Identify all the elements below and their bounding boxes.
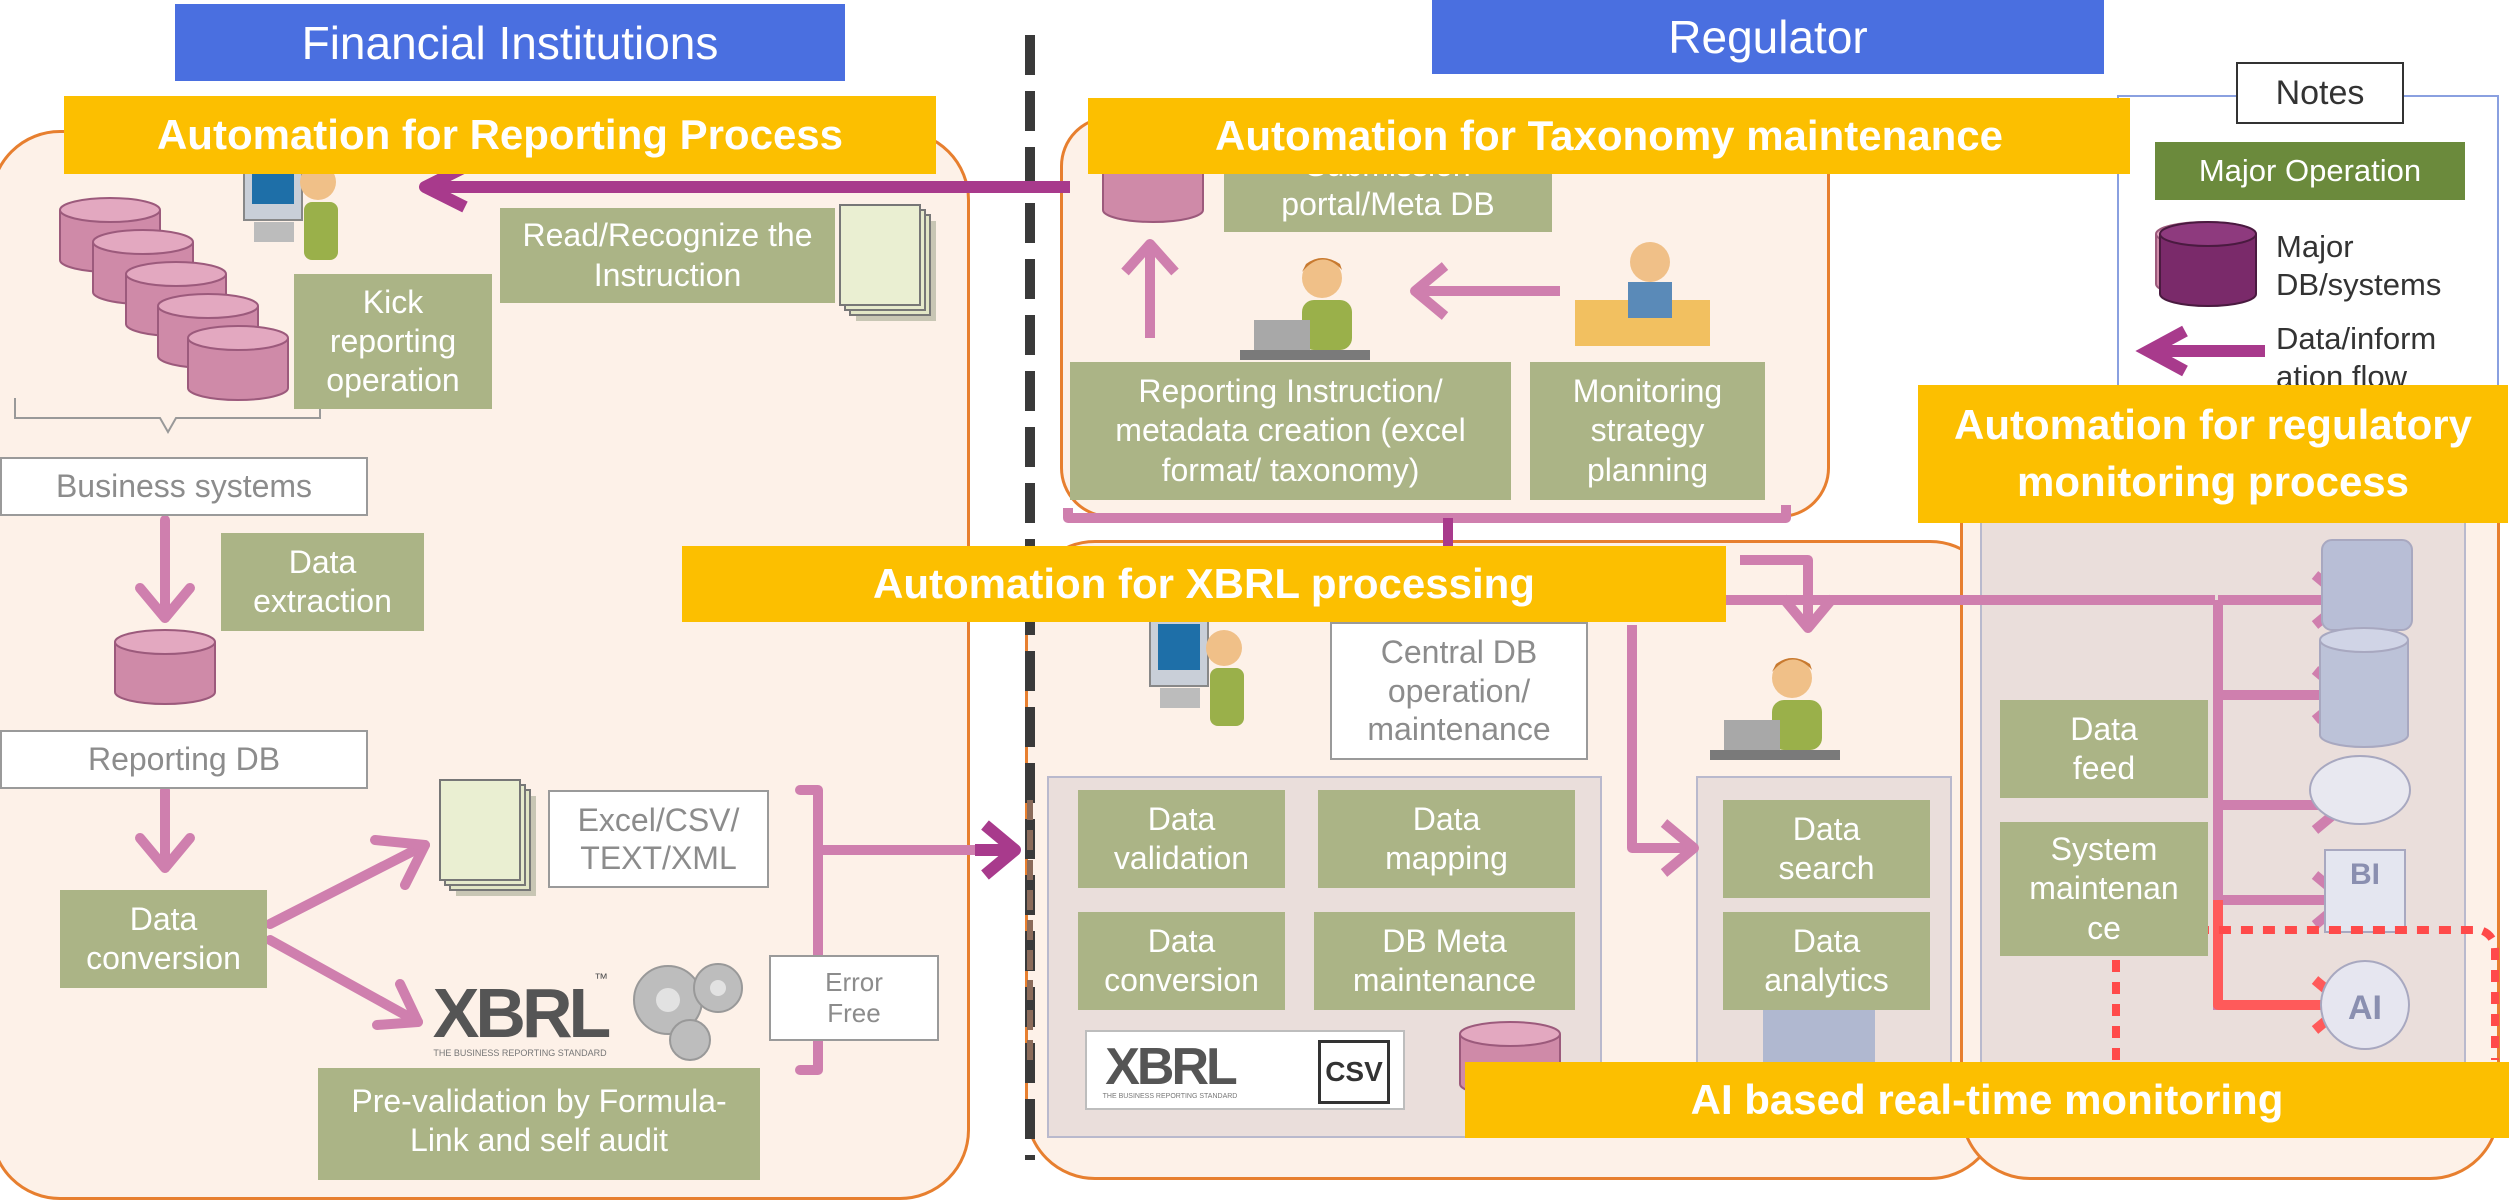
pre-validation: Pre-validation by Formula-Link and self … [318, 1068, 760, 1180]
xbrl-trademark: ™ [594, 970, 608, 986]
bi-icon: BI [2350, 858, 2380, 891]
db-meta-maintenance: DB Meta maintenance [1314, 912, 1575, 1010]
banner-regulatory-line2: monitoring process [2016, 458, 2410, 505]
xbrl-logo-fi: XBRL THE BUSINESS REPORTING STANDARD [420, 970, 620, 1065]
data-feed: Data feed [2000, 700, 2208, 798]
read-recognize-instruction: Read/Recognize the Instruction [500, 208, 835, 303]
banner-xbrl-processing: Automation for XBRL processing [682, 546, 1726, 622]
business-systems: Business systems [0, 457, 368, 516]
kick-reporting-operation: Kick reporting operation [294, 274, 492, 409]
legend-major-operation: Major Operation [2155, 142, 2465, 200]
data-search: Data search [1723, 800, 1930, 898]
xbrl-small-subtitle: THE BUSINESS REPORTING STANDARD [1102, 1092, 1238, 1100]
xbrl-logo-small: XBRL THE BUSINESS REPORTING STANDARD [1095, 1034, 1245, 1106]
error-free: Error Free [769, 955, 939, 1041]
xbrl-logo-subtitle: THE BUSINESS REPORTING STANDARD [433, 1047, 607, 1058]
banner-reporting-process: Automation for Reporting Process [64, 96, 936, 174]
regulator-header: Regulator [1432, 0, 2104, 74]
legend-major-db-label: Major DB/systems [2276, 229, 2442, 302]
monitoring-strategy-planning: Monitoring strategy planning [1530, 362, 1765, 500]
data-extraction: Data extraction [221, 533, 424, 631]
xbrl-data-conversion: Data conversion [1078, 912, 1285, 1010]
file-formats: Excel/CSV/ TEXT/XML [548, 790, 769, 888]
central-db-operation: Central DB operation/ maintenance [1330, 622, 1588, 760]
fi-data-conversion: Data conversion [60, 890, 267, 988]
banner-regulatory-line1: Automation for regulatory [1953, 401, 2472, 449]
system-maintenance: System maintenan ce [2000, 822, 2208, 956]
reporting-db: Reporting DB [0, 730, 368, 789]
notes-title: Notes [2236, 62, 2404, 124]
data-validation: Data validation [1078, 790, 1285, 888]
csv-icon: CSV [1318, 1040, 1390, 1104]
xbrl-small-text: XBRL [1105, 1037, 1238, 1096]
ai-brain-icon: AI [2348, 988, 2382, 1027]
financial-institutions-header: Financial Institutions [175, 4, 845, 81]
banner-taxonomy-overlay: Automation for Taxonomy maintenance [1088, 98, 2130, 174]
banner-regulatory-monitoring: Automation for regulatory monitoring pro… [1918, 385, 2508, 523]
data-mapping: Data mapping [1318, 790, 1575, 888]
banner-ai-monitoring: AI based real-time monitoring [1465, 1062, 2509, 1138]
data-analytics: Data analytics [1723, 912, 1930, 1010]
xbrl-logo-text: XBRL [432, 973, 612, 1052]
reporting-instruction-creation: Reporting Instruction/ metadata creation… [1070, 362, 1511, 500]
